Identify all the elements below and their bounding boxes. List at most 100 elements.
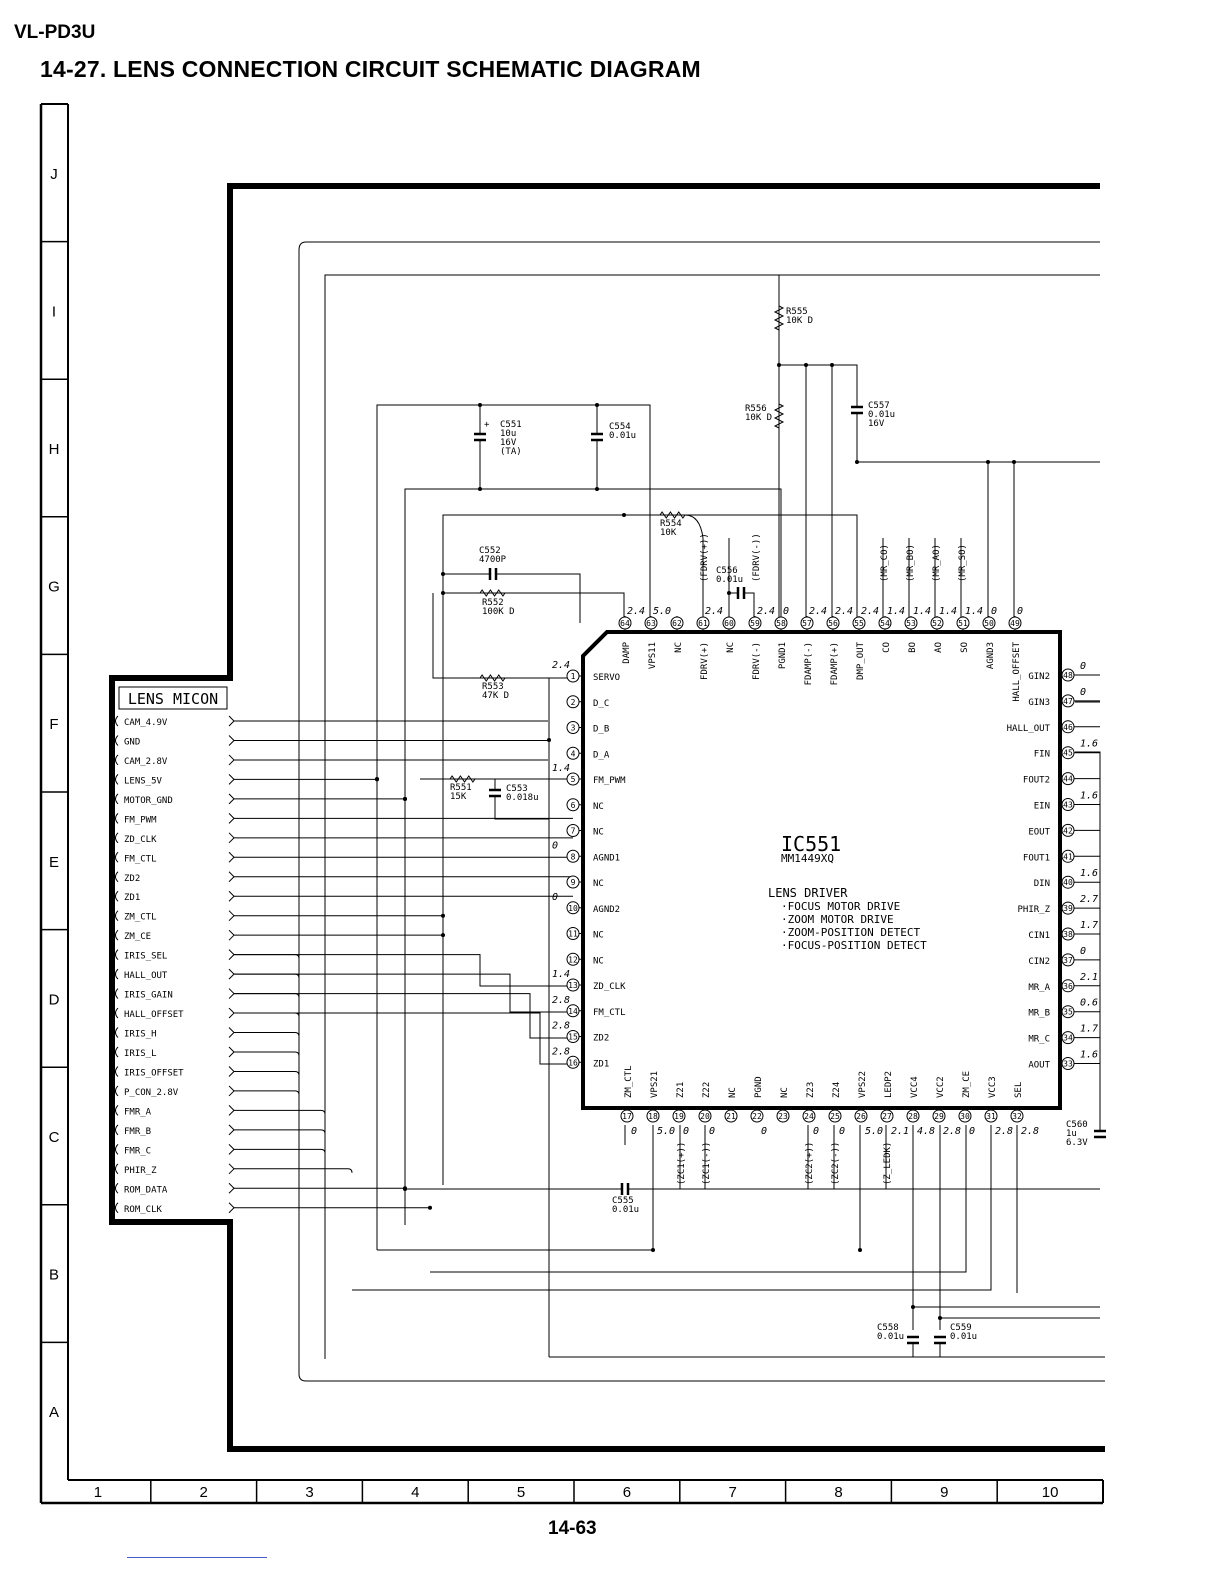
ic-pin-voltage: 0 — [761, 1126, 767, 1137]
ic-left-pin-marker — [566, 695, 580, 709]
connector-pin-open — [115, 1066, 119, 1077]
connector-pin-open — [115, 1046, 119, 1058]
connector-pin-open — [115, 988, 119, 999]
grid-frame — [39, 103, 1104, 1505]
ic-reference: IC551 — [781, 832, 841, 856]
ic-top-pin-marker — [774, 616, 788, 630]
ic-pin-name: NC — [780, 1087, 790, 1098]
grid-column-label: 3 — [305, 1484, 313, 1501]
top-signal-label: (MR_AO) — [932, 544, 942, 582]
ic-pin-voltage: 2.8 — [552, 1046, 570, 1057]
bottom-signal-label: (ZC2(-)) — [831, 1142, 841, 1185]
connector-pin-label: ZD2 — [124, 874, 140, 884]
connector-wire — [234, 973, 300, 979]
ic-bottom-pin-marker — [906, 1109, 920, 1123]
page-number: 14-63 — [548, 1518, 597, 1539]
ic-feature: ·FOCUS-POSITION DETECT — [781, 939, 927, 952]
ic-top-pin-number: 58 — [776, 619, 786, 628]
ic-bottom-pin-marker — [750, 1109, 764, 1123]
connector-pin-close — [228, 871, 235, 883]
ic-feature: ·ZOOM-POSITION DETECT — [781, 926, 920, 939]
c555-gap — [621, 1181, 629, 1197]
junction-dot — [595, 403, 599, 407]
ic-bottom-pin-marker — [854, 1109, 868, 1123]
ic-pin-name: CIN1 — [1028, 931, 1050, 941]
junction-dot — [858, 1248, 862, 1252]
connector-pin-label: ZD_CLK — [124, 835, 157, 845]
connector-pin-label: FMR_B — [124, 1127, 151, 1137]
ic-pin-voltage: 0 — [552, 840, 558, 851]
ic-left-pin-number: 7 — [571, 827, 576, 836]
connector-pin-label: MOTOR_GND — [124, 796, 173, 806]
model-name: VL-PD3U — [14, 22, 96, 43]
ic-pin-voltage: 5.0 — [657, 1126, 675, 1137]
top-signal-label: (MR_CO) — [880, 544, 890, 582]
connector-pin-label: FMR_C — [124, 1146, 151, 1156]
connector-pin-close — [228, 735, 235, 746]
ic-top-pin-number: 53 — [906, 619, 916, 628]
connector-pin-open — [115, 1182, 119, 1194]
ic-right-pin-marker — [1061, 694, 1075, 708]
connector-pin-open — [115, 793, 119, 805]
ic-right-pin-number: 42 — [1063, 826, 1073, 835]
ic-right-pin-marker — [1061, 1005, 1075, 1019]
ic-feature: ·ZOOM MOTOR DRIVE — [781, 913, 894, 926]
grid-row-label: F — [49, 716, 58, 733]
c559-gap — [932, 1336, 948, 1344]
connector-pin-open — [115, 851, 119, 863]
ic-pin-name: VCC3 — [988, 1076, 998, 1098]
r556-label: R556 — [745, 404, 767, 414]
ic-pin-name: NC — [726, 642, 736, 653]
c553-label: C553 — [506, 784, 528, 794]
connector-pin-label: IRIS_H — [124, 1030, 157, 1040]
lens-micon-connector: LENS MICONCAM_4.9VGNDCAM_2.8VLENS_5VMOTO… — [115, 686, 235, 1215]
grid-column-label: 2 — [200, 1484, 208, 1501]
connector-pin-close — [228, 1202, 235, 1214]
r552-symbol — [479, 589, 506, 597]
ic-pin-voltage: 1.6 — [1080, 1050, 1098, 1061]
ic-pin-voltage: 1.7 — [1080, 1024, 1098, 1035]
ic-right-pin-marker — [1061, 746, 1075, 760]
c551-gap — [472, 433, 488, 441]
ic-pin-name: CIN2 — [1028, 957, 1050, 967]
ic-bottom-pin-marker — [1010, 1109, 1024, 1123]
ic-bottom-pin-number: 17 — [622, 1112, 632, 1121]
ic-left-pin-number: 4 — [571, 749, 576, 758]
ic-bottom-pin-marker — [802, 1109, 816, 1123]
ic-pin-voltage: 2.8 — [943, 1126, 961, 1137]
ic-pin-voltage: 0 — [991, 606, 997, 617]
ic-pin-voltage: 2.4 — [861, 606, 879, 617]
c560-label: C560 — [1066, 1120, 1088, 1130]
ic-top-pin-number: 49 — [1010, 619, 1020, 628]
ic-right-pin-marker — [1061, 1057, 1075, 1070]
r555-label: 10K D — [786, 316, 813, 326]
ic-pin-name: MR_C — [1028, 1035, 1050, 1045]
ic-right-pin-number: 37 — [1063, 956, 1073, 965]
connector-wire — [234, 1032, 300, 1037]
bottom-signal-label: (ZC2(+)) — [805, 1142, 815, 1185]
c558-label: 0.01u — [877, 1332, 904, 1342]
connector-pin-close — [228, 910, 235, 922]
c557-gap — [849, 406, 865, 414]
bottom-signal-label: (ZC1(-)) — [702, 1142, 712, 1185]
footer-link-line — [127, 1557, 267, 1558]
junction-dot — [727, 591, 731, 595]
ic-pin-name: PGND1 — [778, 642, 788, 669]
connector-pin-label: ROM_CLK — [124, 1205, 163, 1215]
grid-row-label: H — [49, 441, 60, 458]
ic-top-pin-marker — [800, 616, 814, 630]
ic-bottom-pin-marker — [932, 1109, 946, 1123]
ic-left-pin-number: 10 — [568, 904, 578, 913]
ic-top-pin-number: 56 — [828, 619, 838, 628]
c557-label: 0.01u — [868, 410, 895, 420]
connector-pin-open — [115, 1163, 119, 1175]
ic-left-pin-number: 11 — [568, 930, 578, 939]
connector-pin-label: CAM_4.9V — [124, 718, 168, 728]
ic-right-pin-number: 48 — [1063, 671, 1073, 680]
connector-pin-open — [115, 1007, 119, 1019]
ic-bottom-pin-number: 24 — [804, 1112, 814, 1121]
ic-bottom-pin-number: 20 — [700, 1112, 710, 1121]
ic-right-pins: 48GIN2047GIN3046HALL_OUT45FIN1.644FOUT24… — [1007, 661, 1100, 1071]
ic-pin-name: VPS11 — [648, 642, 658, 669]
ic-right-pin-number: 45 — [1063, 749, 1073, 758]
